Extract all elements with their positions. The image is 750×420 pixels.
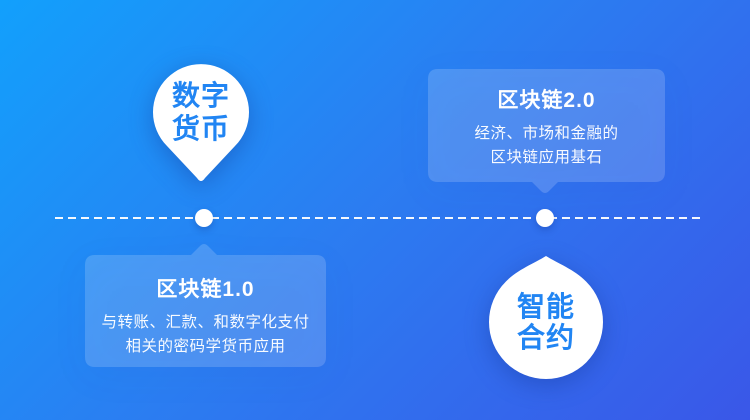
- callout-blockchain2-desc: 经济、市场和金融的 区块链应用基石: [428, 122, 665, 170]
- callout-blockchain1-title: 区块链1.0: [156, 278, 255, 301]
- callout-blockchain2: 区块链2.0 经济、市场和金融的 区块链应用基石: [428, 69, 665, 170]
- callout-blockchain2-title: 区块链2.0: [497, 89, 596, 112]
- pin-label-line1: 数字: [171, 80, 230, 111]
- timeline-dashed-line: [55, 217, 702, 219]
- callout-blockchain1-desc: 与转账、汇款、和数字化支付 相关的密码学货币应用: [85, 311, 326, 359]
- map-pin-icon: [152, 64, 249, 181]
- timeline-dot-1: [195, 209, 213, 227]
- callout-bubble-blockchain2: [428, 69, 665, 193]
- pin-label-digital-currency: 数字 货币: [153, 79, 249, 145]
- callout-blockchain1: 区块链1.0 与转账、汇款、和数字化支付 相关的密码学货币应用: [85, 255, 326, 359]
- callout-bubble-blockchain1: [85, 244, 326, 367]
- callout-blockchain2-desc-line1: 经济、市场和金融的: [474, 125, 619, 142]
- water-drop-icon: [489, 256, 604, 380]
- drop-label-smart-contract: 智能 合约: [491, 291, 601, 353]
- drop-label-line2: 合约: [516, 322, 575, 353]
- callout-blockchain1-desc-line1: 与转账、汇款、和数字化支付: [101, 314, 310, 331]
- timeline-dot-2: [536, 209, 554, 227]
- callout-blockchain2-desc-line2: 区块链应用基石: [490, 149, 603, 166]
- callout-blockchain1-desc-line2: 相关的密码学货币应用: [125, 338, 286, 355]
- pin-label-line2: 货币: [171, 113, 230, 144]
- drop-label-line1: 智能: [516, 291, 575, 322]
